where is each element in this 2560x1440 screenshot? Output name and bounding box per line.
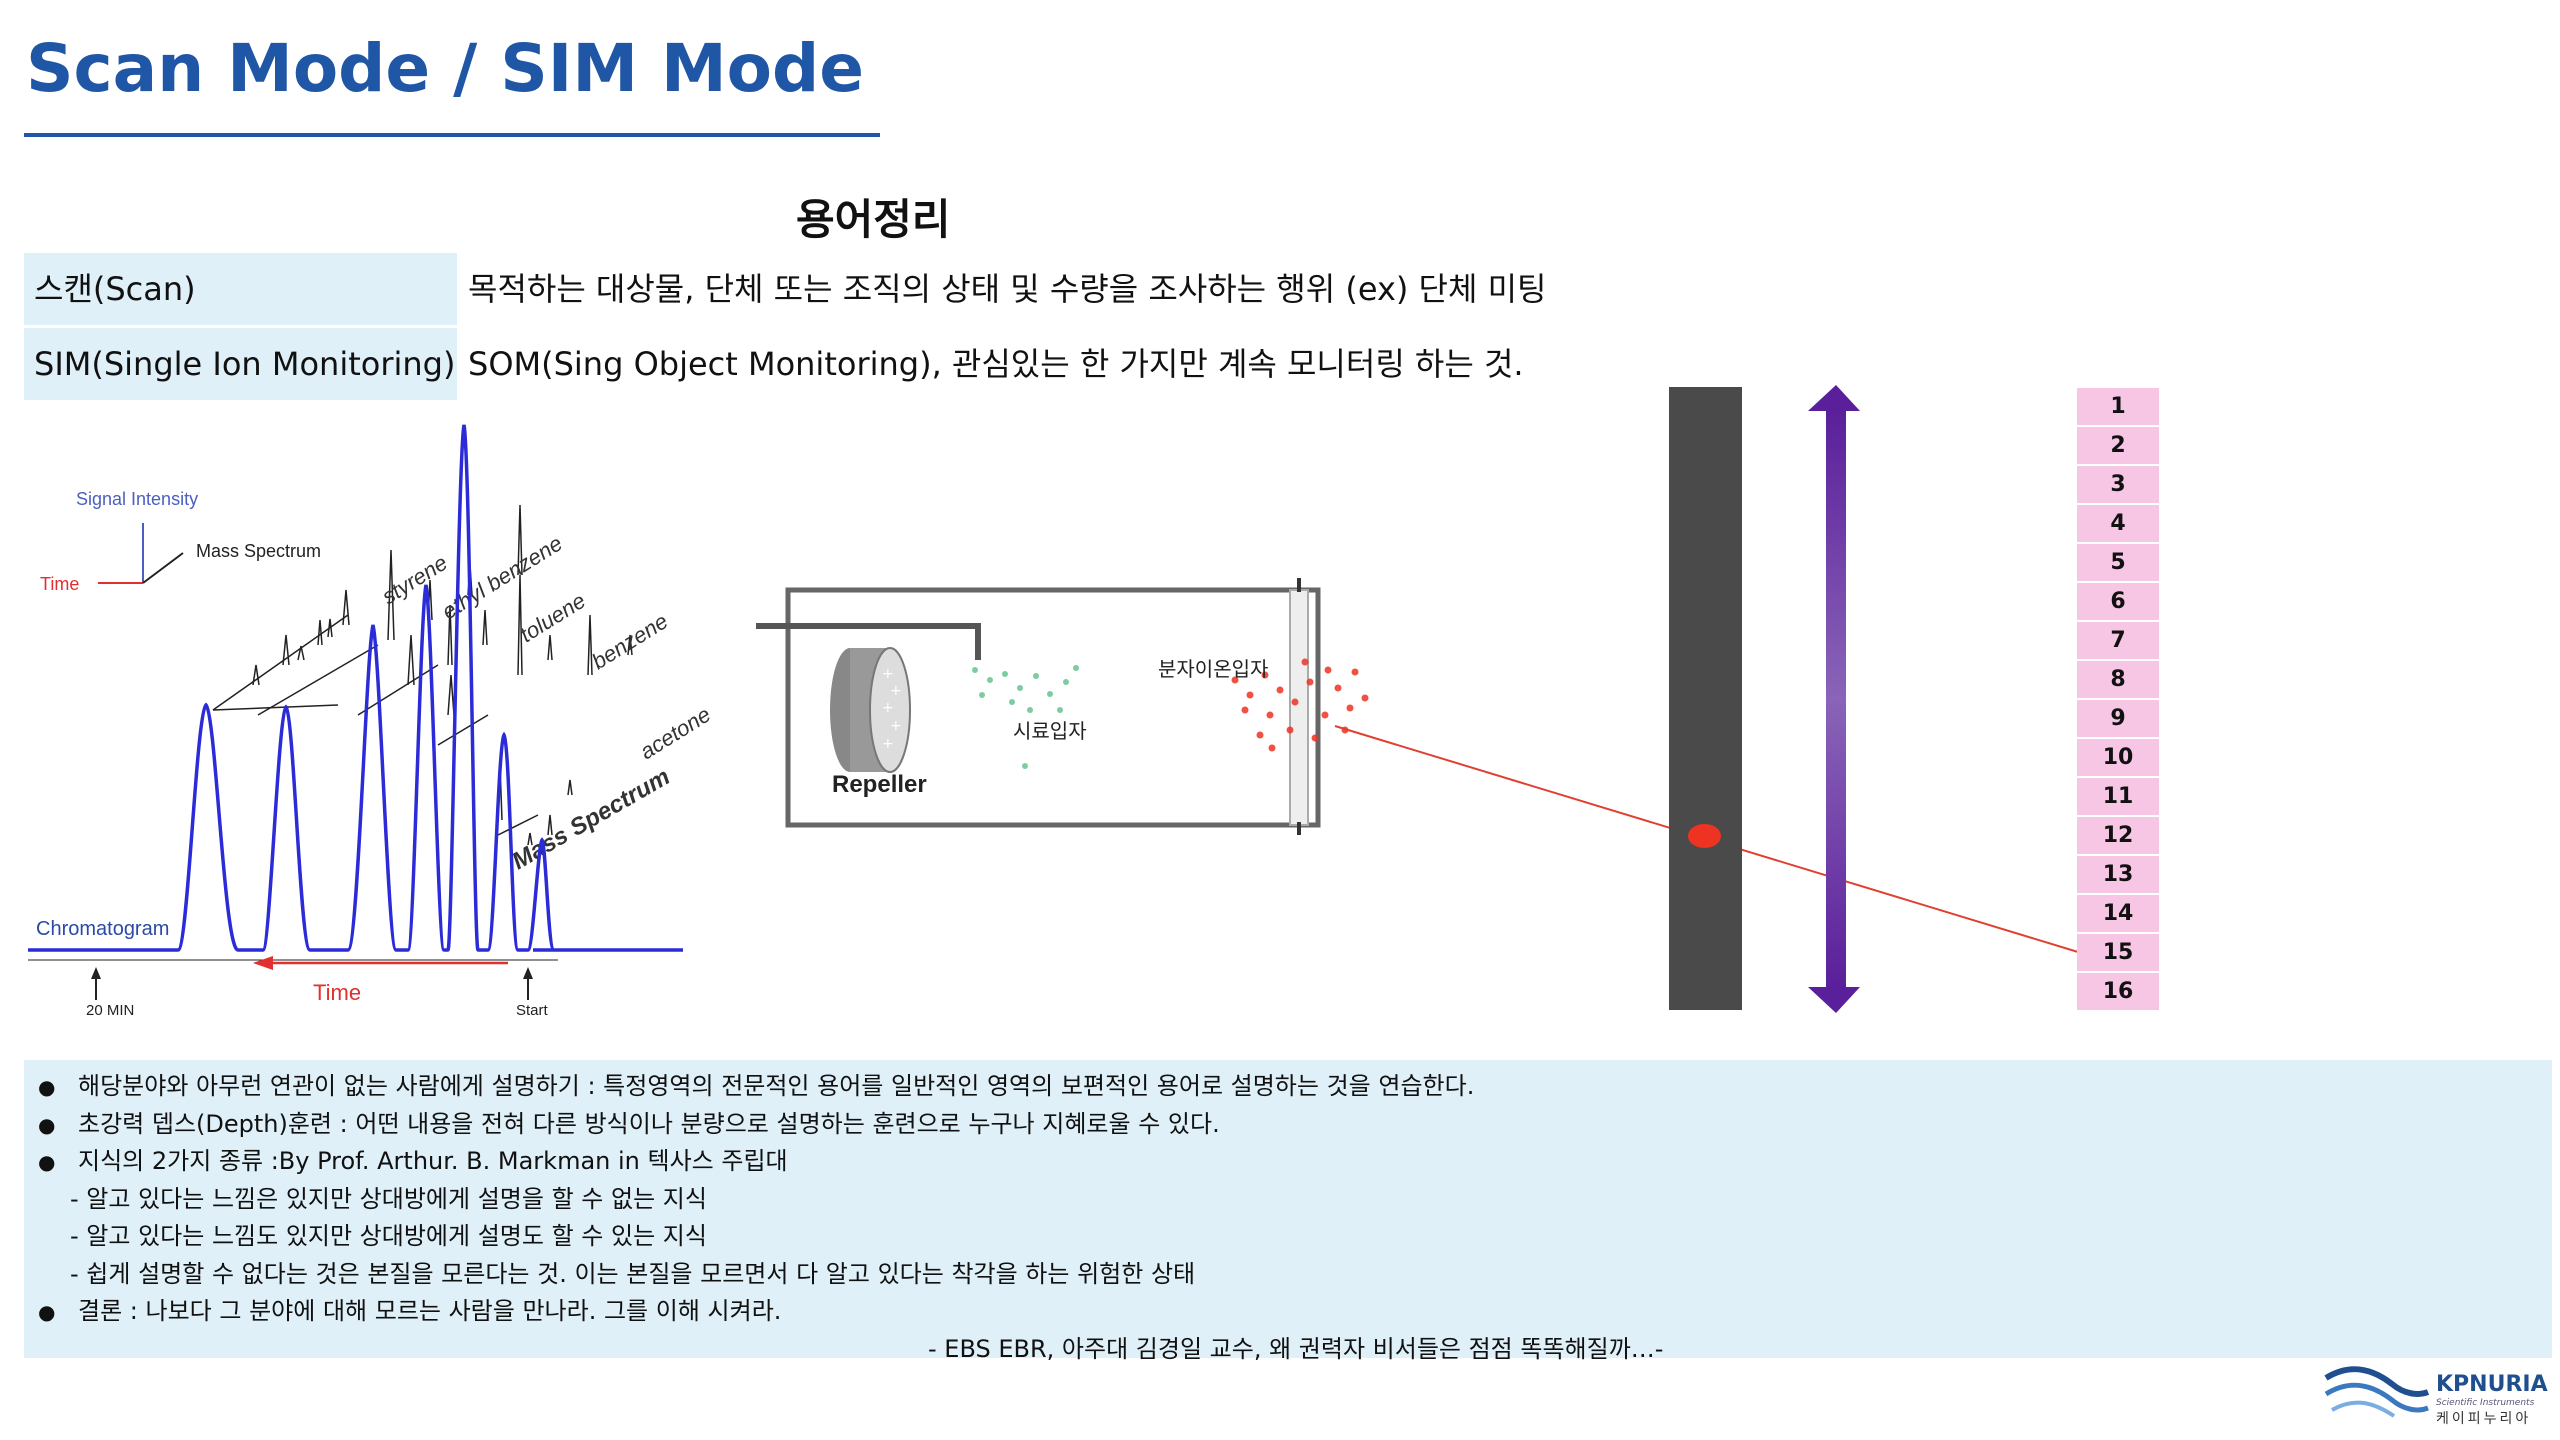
chromatogram-trace: [28, 424, 683, 952]
scale-item: 7: [2077, 622, 2159, 659]
signal-intensity-label: Signal Intensity: [76, 489, 198, 509]
note-text: 지식의 2가지 종류 :By Prof. Arthur. B. Markman …: [78, 1147, 788, 1175]
notes-box: ● 해당분야와 아무런 연관이 없는 사람에게 설명하기 : 특정영역의 전문적인…: [24, 1060, 2552, 1363]
scale-item: 16: [2077, 973, 2159, 1010]
scale-item: 6: [2077, 583, 2159, 620]
bullet-icon: ●: [38, 1075, 56, 1099]
chromatogram-label: Chromatogram: [36, 918, 169, 940]
mass-scale-list: 1 2 3 4 5 6 7 8 9 10 11 12 13 14 15 16: [2077, 388, 2159, 1012]
svg-text:+: +: [882, 700, 894, 716]
logo-korean-name: 케이피누리아: [2436, 1411, 2532, 1427]
scale-item: 11: [2077, 778, 2159, 815]
kpnuria-logo-icon: [2324, 1366, 2430, 1418]
source-citation: - EBS EBR, 아주대 김경일 교수, 왜 권력자 비서들은 점점 똑똑해…: [928, 1334, 1664, 1363]
scale-item: 12: [2077, 817, 2159, 854]
bullet-icon: ●: [38, 1112, 56, 1137]
note-line: ● 결론 : 나보다 그 분야에 대해 모르는 사람을 만나라. 그를 이해 시켜…: [38, 1293, 2552, 1331]
scale-item: 8: [2077, 661, 2159, 698]
ion-source-diagram: +++ ++ Repeller 시료입자 분자이온입자: [756, 578, 1369, 835]
sample-particle-label: 시료입자: [1013, 719, 1087, 743]
note-sub-line: - 알고 있다는 느낌도 있지만 상대방에게 설명도 할 수 있는 지식: [70, 1222, 707, 1250]
repeller: +++ ++: [830, 647, 911, 773]
section-heading: 용어정리: [796, 195, 951, 244]
note-line: ● 해당분야와 아무런 연관이 없는 사람에게 설명하기 : 특정영역의 전문적인…: [38, 1068, 2552, 1106]
bullet-icon: ●: [38, 1150, 56, 1174]
repeller-label: Repeller: [832, 771, 927, 798]
logo-name: KPNURIA: [2436, 1372, 2548, 1397]
title-underline: [24, 133, 880, 137]
scale-item: 9: [2077, 700, 2159, 737]
page-title: Scan Mode / SIM Mode: [26, 30, 865, 107]
scale-item: 3: [2077, 466, 2159, 503]
logo-tagline: Scientific Instruments: [2436, 1398, 2535, 1408]
definition-scan: 목적하는 대상물, 단체 또는 조직의 상태 및 수량을 조사하는 행위 (ex…: [468, 270, 1547, 308]
ion-particles: [1231, 658, 1369, 752]
bullet-icon: ●: [38, 1300, 56, 1324]
time-label: Time: [313, 980, 361, 1005]
note-sub-line: - 쉽게 설명할 수 없다는 것은 본질을 모른다는 것. 이는 본질을 모르면…: [70, 1259, 1196, 1288]
time-small-label: Time: [40, 574, 79, 594]
compound-acetone: acetone: [635, 702, 715, 765]
scale-item: 10: [2077, 739, 2159, 776]
end-time-label: 20 MIN: [86, 1002, 134, 1019]
scale-item: 14: [2077, 895, 2159, 932]
molecular-ion-label: 분자이온입자: [1158, 657, 1268, 681]
note-text: 결론 : 나보다 그 분야에 대해 모르는 사람을 만나라. 그를 이해 시켜라…: [78, 1297, 782, 1325]
note-line: ● 지식의 2가지 종류 :By Prof. Arthur. B. Markman…: [38, 1143, 2552, 1181]
svg-text:+: +: [890, 718, 902, 734]
scale-item: 2: [2077, 427, 2159, 464]
scale-item: 1: [2077, 388, 2159, 425]
note-text: 해당분야와 아무런 연관이 없는 사람에게 설명하기 : 특정영역의 전문적인 …: [78, 1072, 1475, 1100]
scale-item: 4: [2077, 505, 2159, 542]
chromatogram-figure: Signal Intensity Mass Spectrum Time styr…: [28, 424, 715, 1019]
detector-bar: [1669, 387, 1742, 1010]
scale-item: 13: [2077, 856, 2159, 893]
scan-range-arrow: [1808, 385, 1860, 1013]
scale-item: 5: [2077, 544, 2159, 581]
mass-spectrum-label: Mass Spectrum: [508, 763, 675, 875]
compound-benzene: benzene: [587, 608, 672, 674]
svg-text:+: +: [890, 683, 902, 699]
compound-toluene: toluene: [515, 588, 589, 647]
note-sub-line: - 알고 있다는 느낌은 있지만 상대방에게 설명을 할 수 없는 지식: [70, 1184, 707, 1213]
scale-item: 15: [2077, 934, 2159, 971]
mass-spectrum-small-label: Mass Spectrum: [196, 541, 321, 561]
ion-dot: [1688, 824, 1721, 848]
note-text: 초강력 뎁스(Depth)훈련 : 어떤 내용을 전혀 다른 방식이나 분량으로…: [78, 1109, 1220, 1138]
term-cell-sim: SIM(Single Ion Monitoring): [24, 328, 457, 400]
svg-text:+: +: [882, 736, 894, 752]
definition-sim: SOM(Sing Object Monitoring), 관심있는 한 가지만 …: [468, 345, 1524, 383]
sample-particles: [972, 665, 1079, 769]
term-cell-scan: 스캔(Scan): [24, 253, 457, 325]
note-line: ● 초강력 뎁스(Depth)훈련 : 어떤 내용을 전혀 다른 방식이나 분량으…: [38, 1106, 2552, 1144]
start-label: Start: [516, 1002, 549, 1019]
svg-text:+: +: [882, 666, 894, 682]
